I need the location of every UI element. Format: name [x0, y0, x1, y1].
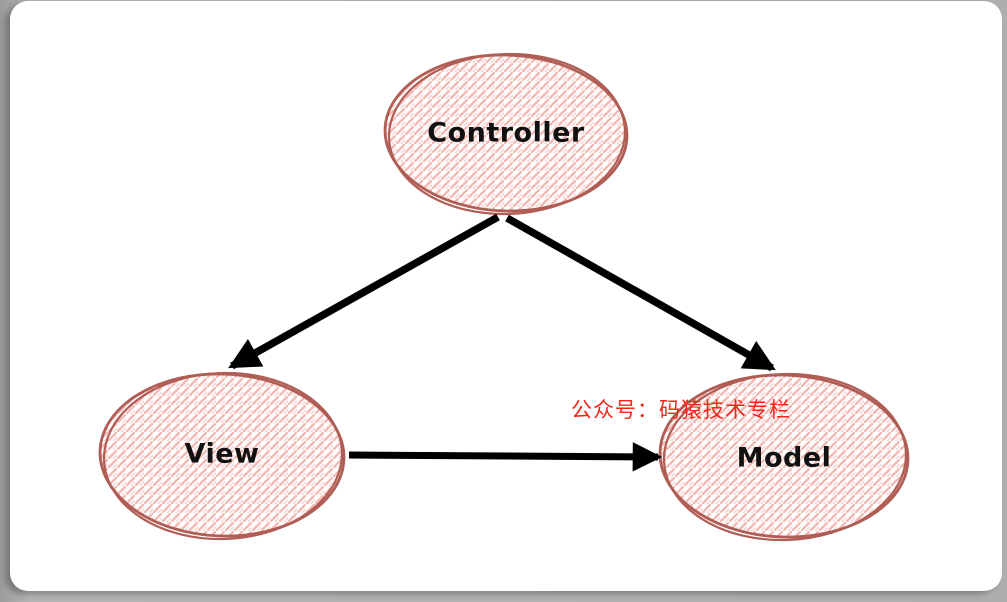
node-label-view: View	[184, 438, 260, 470]
watermark-text: 公众号：码猿技术专栏	[571, 398, 791, 422]
node-label-model: Model	[736, 442, 832, 474]
arrow-controller-to-model	[505, 214, 776, 372]
node-controller	[383, 52, 629, 216]
arrow-controller-to-view	[228, 213, 500, 370]
node-view	[98, 371, 346, 541]
arrow-view-to-model	[348, 442, 663, 472]
node-label-controller: Controller	[427, 117, 585, 149]
